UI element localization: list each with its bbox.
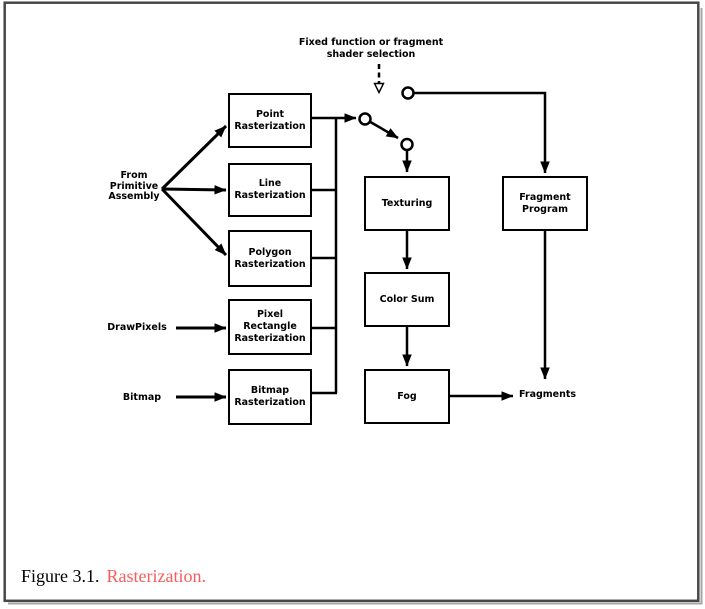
box-point-rasterization: Point Rasterization [228, 93, 312, 148]
selector-label: Fixed function or fragment shader select… [298, 37, 444, 60]
bitmap-label: Bitmap [122, 392, 162, 403]
box-label: Bitmap Rasterization [234, 385, 306, 408]
arrow-switch-arm [368, 120, 399, 140]
box-polygon-rasterization: Polygon Rasterization [228, 230, 312, 287]
switch-upper-node-icon [401, 86, 415, 100]
box-pixel-rectangle-rasterization: Pixel Rectangle Rasterization [228, 299, 312, 355]
arrow-switch-to-fragment-program [413, 91, 550, 174]
from-primitive-assembly-label: From Primitive Assembly [108, 170, 160, 202]
selector-open-arrowhead-icon [373, 82, 385, 95]
box-label: Fog [397, 390, 417, 402]
caption-number: Figure 3.1. [21, 566, 100, 586]
figure-caption: Figure 3.1. Rasterization. [21, 566, 206, 587]
box-label: Texturing [381, 197, 433, 209]
box-line-rasterization: Line Rasterization [228, 163, 312, 217]
fragments-label: Fragments [519, 389, 577, 400]
box-color-sum: Color Sum [364, 272, 450, 327]
caption-link[interactable]: Rasterization. [106, 566, 206, 586]
box-fog: Fog [364, 369, 450, 424]
box-label: Line Rasterization [234, 178, 306, 201]
box-label: Color Sum [379, 293, 435, 305]
box-bitmap-rasterization: Bitmap Rasterization [228, 369, 312, 425]
switch-lower-node-icon [400, 137, 414, 152]
box-texturing: Texturing [364, 176, 450, 231]
page-frame-border [3, 1, 700, 603]
box-fragment-program: Fragment Program [502, 176, 588, 231]
arrow-primitive-to-point [160, 124, 228, 191]
arrow-primitive-to-line [161, 185, 227, 195]
arrow-primitive-to-polygon [160, 187, 228, 257]
box-label: Polygon Rasterization [234, 246, 306, 270]
switch-pivot-node-icon [358, 112, 372, 126]
box-label: Fragment Program [519, 191, 571, 215]
box-label: Point Rasterization [234, 108, 306, 132]
box-label: Pixel Rectangle Rasterization [234, 309, 306, 344]
drawpixels-label: DrawPixels [107, 322, 167, 333]
